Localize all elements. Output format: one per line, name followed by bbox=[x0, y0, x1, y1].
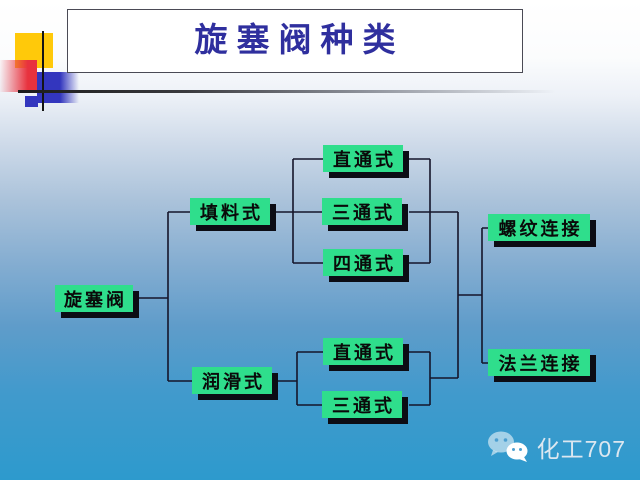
decoration-blue-square bbox=[37, 72, 79, 103]
node-packing-four-way: 四通式 bbox=[323, 249, 403, 276]
wechat-icon bbox=[487, 431, 528, 462]
node-packing-straight-through: 直通式 bbox=[323, 145, 403, 172]
node-lubricated-straight-through: 直通式 bbox=[323, 338, 403, 365]
node-plug-valve: 旋塞阀 bbox=[55, 285, 133, 312]
node-threaded-connection: 螺纹连接 bbox=[488, 214, 590, 241]
slide-title: 旋塞阀种类 bbox=[194, 22, 405, 59]
decoration-blue-small-square bbox=[25, 96, 38, 107]
node-flanged-connection: 法兰连接 bbox=[488, 349, 590, 376]
title-underline-rule bbox=[18, 90, 578, 93]
decoration-red-square bbox=[0, 60, 37, 92]
node-lubricated-type: 润滑式 bbox=[192, 367, 272, 394]
title-box: 旋塞阀种类 bbox=[67, 9, 523, 73]
watermark: 化工707 bbox=[486, 430, 626, 464]
node-packing-three-way: 三通式 bbox=[322, 198, 402, 225]
watermark-text: 化工707 bbox=[536, 436, 626, 462]
node-packing-type: 填料式 bbox=[190, 198, 270, 225]
decoration-vertical-line bbox=[42, 31, 44, 111]
node-lubricated-three-way: 三通式 bbox=[322, 391, 402, 418]
